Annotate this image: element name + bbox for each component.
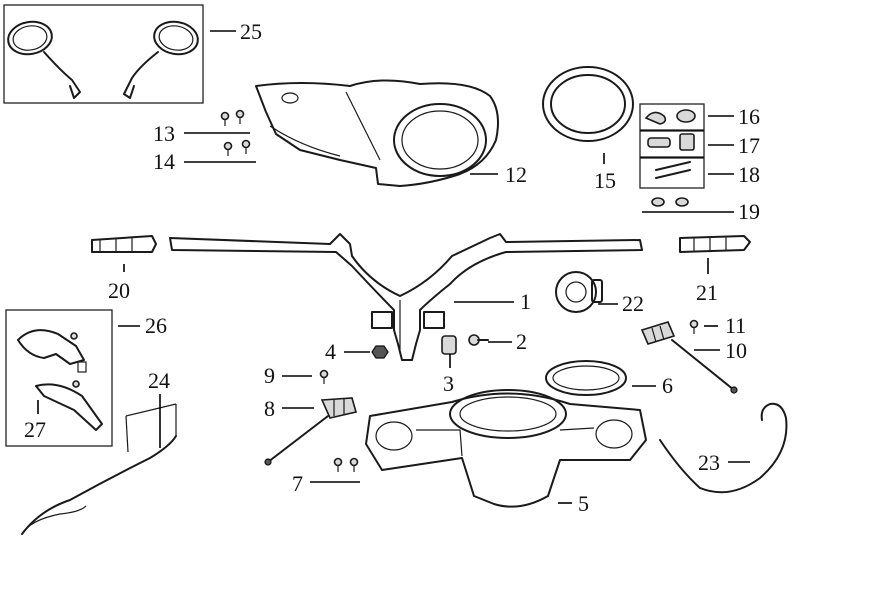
label-26: 26 <box>145 313 167 338</box>
screws-13 <box>220 109 245 126</box>
label-19: 19 <box>738 199 760 224</box>
label-8: 8 <box>264 396 275 421</box>
nut-4 <box>371 345 389 359</box>
parts-19-group <box>651 197 689 207</box>
label-5: 5 <box>578 491 589 516</box>
screw-9 <box>319 369 329 384</box>
label-17: 17 <box>738 133 760 158</box>
right-grip <box>679 235 751 253</box>
spacer-3 <box>441 335 457 355</box>
label-16: 16 <box>738 104 760 129</box>
screw-11 <box>689 319 699 334</box>
label-9: 9 <box>264 363 275 388</box>
screws-7 <box>333 457 359 472</box>
parts-16-box <box>639 103 705 131</box>
label-24: 24 <box>148 368 170 393</box>
indicator-8 <box>264 397 358 466</box>
label-27: 27 <box>24 417 46 442</box>
throttle-switch <box>555 271 603 313</box>
mirror-set <box>3 4 204 104</box>
parts-18-box <box>639 157 705 189</box>
label-22: 22 <box>622 291 644 316</box>
handlebar-front-cover <box>255 79 499 187</box>
label-3: 3 <box>443 371 454 396</box>
seal-ring <box>542 66 634 142</box>
label-7: 7 <box>292 471 303 496</box>
label-25: 25 <box>240 19 262 44</box>
handlebar-rear-cover <box>365 389 647 508</box>
callout-labels: 1 2 3 4 5 6 7 8 9 10 11 12 13 14 15 16 1… <box>24 19 760 516</box>
label-6: 6 <box>662 373 673 398</box>
left-grip <box>91 235 157 253</box>
label-20: 20 <box>108 278 130 303</box>
handlebar <box>169 233 643 361</box>
label-1: 1 <box>520 289 531 314</box>
label-10: 10 <box>725 338 747 363</box>
indicator-10 <box>640 321 738 394</box>
cable-24 <box>21 403 177 535</box>
brake-lever-set <box>5 309 113 447</box>
label-21: 21 <box>696 280 718 305</box>
label-11: 11 <box>725 313 746 338</box>
bolt-2 <box>468 334 489 346</box>
label-4: 4 <box>325 339 336 364</box>
label-14: 14 <box>153 149 175 174</box>
label-23: 23 <box>698 450 720 475</box>
label-2: 2 <box>516 329 527 354</box>
label-12: 12 <box>505 162 527 187</box>
parts-17-box <box>639 130 705 158</box>
gasket-ring <box>545 360 627 396</box>
label-18: 18 <box>738 162 760 187</box>
screws-14 <box>223 139 251 156</box>
label-15: 15 <box>594 168 616 193</box>
cable-23 <box>659 402 788 494</box>
label-13: 13 <box>153 121 175 146</box>
